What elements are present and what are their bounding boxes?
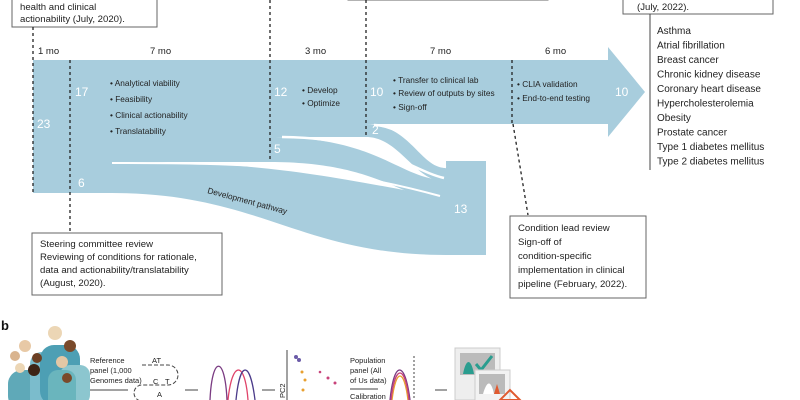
transfer-bullets: • Transfer to clinical lab • Review of o… xyxy=(393,75,495,112)
validation-bullets: • CLIA validation • End-to-end testing xyxy=(517,79,590,103)
flow-dropped-transfer xyxy=(366,124,446,182)
condition-lead-box: Condition lead review Sign-off of condit… xyxy=(509,215,647,299)
distribution-curves xyxy=(209,365,256,400)
box-text: actionability (July, 2020). xyxy=(20,14,125,25)
sankey-flow xyxy=(33,47,645,255)
box-text: implementation in clinical xyxy=(518,265,625,276)
box-text: pipeline (February, 2022). xyxy=(518,279,627,290)
svg-text:Genomes data): Genomes data) xyxy=(90,376,142,385)
svg-text:panel (1,000: panel (1,000 xyxy=(90,366,132,375)
count-label: 13 xyxy=(454,202,468,216)
panel-b-label: b xyxy=(1,318,9,333)
bullet: • Optimize xyxy=(302,98,340,108)
svg-text:of Us data): of Us data) xyxy=(350,376,387,385)
bullet: • Analytical viability xyxy=(110,78,181,88)
condition-item: Obesity xyxy=(657,113,691,124)
svg-text:Population: Population xyxy=(350,356,385,365)
count-label: 2 xyxy=(372,123,379,137)
development-bullets: • Develop • Optimize xyxy=(302,85,340,108)
period-label: 7 mo xyxy=(150,46,171,57)
condition-item: Breast cancer xyxy=(657,55,719,66)
condition-item: Coronary heart disease xyxy=(657,84,761,95)
box-text: Sign-off of xyxy=(518,237,562,248)
box-text: (July, 2022). xyxy=(637,2,689,13)
box-text: Reviewing of conditions for rationale, xyxy=(40,252,197,263)
reference-panel-label: Reference panel (1,000 Genomes data) xyxy=(90,356,142,385)
svg-text:T: T xyxy=(165,377,170,386)
period-label: 6 mo xyxy=(545,46,566,57)
box-text: (August, 2020). xyxy=(40,278,106,289)
count-label: 23 xyxy=(37,117,51,131)
steering-committee-box: Steering committee review Reviewing of c… xyxy=(31,232,223,296)
count-label: 12 xyxy=(274,85,288,99)
svg-text:Calibration: Calibration xyxy=(350,392,386,400)
bullet: • Translatability xyxy=(110,126,167,136)
bullet: • CLIA validation xyxy=(517,79,578,89)
box-text: data and actionability/translatability xyxy=(40,265,189,276)
flow-dropped-review xyxy=(112,162,446,255)
condition-item: Atrial fibrillation xyxy=(657,41,725,52)
population-panel-label: Population panel (All of Us data) Calibr… xyxy=(350,356,387,400)
condition-item: Type 1 diabetes mellitus xyxy=(657,142,764,153)
bullet: • End-to-end testing xyxy=(517,93,590,103)
svg-text:AT: AT xyxy=(152,356,161,365)
condition-item: Chronic kidney disease xyxy=(657,70,761,81)
assessment-bullets: • Analytical viability • Feasibility • C… xyxy=(110,78,188,136)
top-right-box: (July, 2022). xyxy=(622,0,774,15)
bullet: • Develop xyxy=(302,85,338,95)
condition-item: Prostate cancer xyxy=(657,128,728,139)
period-label: 7 mo xyxy=(430,46,451,57)
conditions-list: Asthma Atrial fibrillation Breast cancer… xyxy=(657,26,764,168)
box-text: Condition lead review xyxy=(518,223,610,234)
period-label: 3 mo xyxy=(305,46,326,57)
bullet: • Feasibility xyxy=(110,94,153,104)
count-label: 10 xyxy=(370,85,384,99)
box-text: condition-specific xyxy=(518,251,592,262)
condition-item: Hypercholesterolemia xyxy=(657,99,754,110)
box-text: health and clinical xyxy=(20,2,96,13)
svg-text:Reference: Reference xyxy=(90,356,125,365)
bullet: • Clinical actionability xyxy=(110,110,188,120)
dev-block xyxy=(33,60,366,137)
svg-text:C: C xyxy=(153,377,159,386)
bullet: • Transfer to clinical lab xyxy=(393,75,479,85)
calibrated-curves xyxy=(389,356,415,400)
allele-diagram: AT C T A xyxy=(133,356,179,400)
box-text: Steering committee review xyxy=(40,239,153,250)
flow-dropped-dev xyxy=(270,137,446,200)
people-illustration xyxy=(8,326,90,400)
period-label: 1 mo xyxy=(38,46,59,57)
milestone-line xyxy=(512,123,529,216)
count-label: 17 xyxy=(75,85,89,99)
pc2-axis-label: PC2 xyxy=(278,383,287,398)
pca-scatter xyxy=(294,355,337,392)
condition-item: Asthma xyxy=(657,26,691,37)
top-left-box: health and clinical actionability (July,… xyxy=(11,0,158,28)
svg-text:A: A xyxy=(157,390,162,399)
count-label: 5 xyxy=(274,142,281,156)
condition-item: Type 2 diabetes mellitus xyxy=(657,157,764,168)
count-label: 10 xyxy=(615,85,629,99)
svg-text:panel (All: panel (All xyxy=(350,366,382,375)
count-label: 6 xyxy=(78,176,85,190)
bullet: • Review of outputs by sites xyxy=(393,88,495,98)
report-icon xyxy=(454,347,522,400)
development-pathway-block xyxy=(446,161,486,255)
bullet: • Sign-off xyxy=(393,102,427,112)
